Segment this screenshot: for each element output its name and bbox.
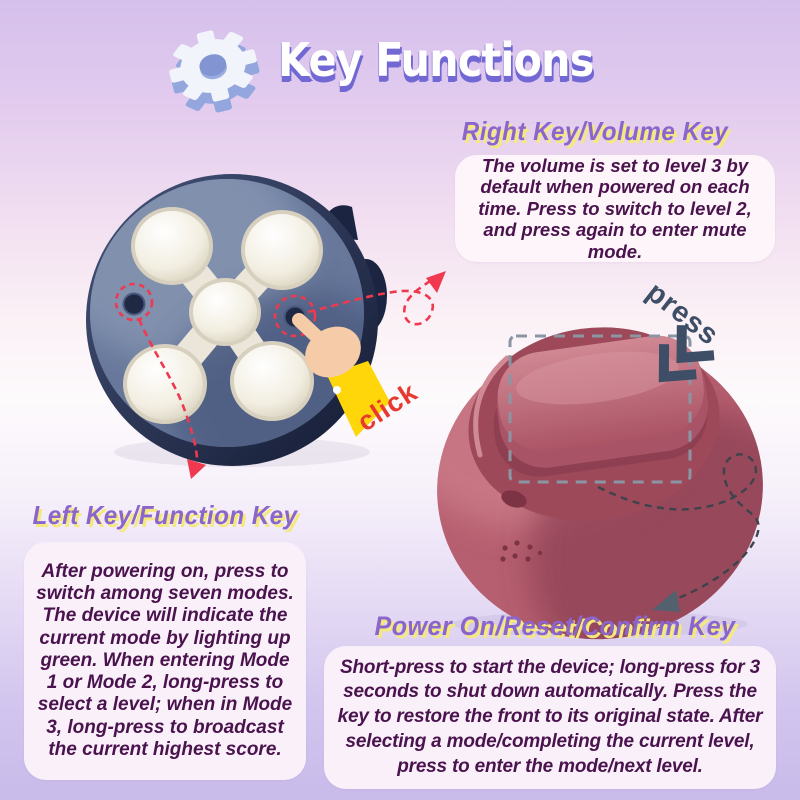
pointing-hand-icon: [292, 313, 390, 437]
power-key-focus-rect: [508, 334, 692, 484]
dashed-arrow-left-key: [137, 318, 206, 479]
right-key-description: The volume is set to level 3 by default …: [455, 155, 775, 262]
double-chevron-down-icon: [658, 325, 715, 383]
dashed-arrow-power-key: [597, 453, 760, 612]
gear-icon: [169, 30, 260, 113]
right-key-highlight-circle: [273, 294, 317, 338]
reset-hole: [501, 490, 527, 508]
section-heading-left-key: Left Key/Function Key: [32, 500, 298, 530]
power-key-description-text: Short-press to start the device; long-pr…: [337, 656, 763, 777]
game-device-top-view: [86, 174, 387, 466]
left-key-highlight-circle: [114, 282, 154, 322]
section-heading-right-key: Right Key/Volume Key: [461, 116, 729, 146]
power-key-cap: [493, 335, 708, 477]
dashed-arrow-right-key: [307, 271, 446, 326]
section-heading-power-key: Power On/Reset/Confirm Key: [374, 611, 736, 641]
left-function-key: [122, 292, 146, 316]
power-key-description: Short-press to start the device; long-pr…: [324, 646, 776, 789]
left-key-description-text: After powering on, press to switch among…: [36, 561, 294, 760]
right-key-description-text: The volume is set to level 3 by default …: [478, 154, 752, 262]
left-key-description: After powering on, press to switch among…: [24, 542, 306, 780]
game-device-side-view: [419, 318, 781, 658]
pop-dome-buttons: [127, 211, 319, 420]
speaker-holes: [500, 540, 543, 562]
page-title: Key Functions: [278, 33, 594, 87]
